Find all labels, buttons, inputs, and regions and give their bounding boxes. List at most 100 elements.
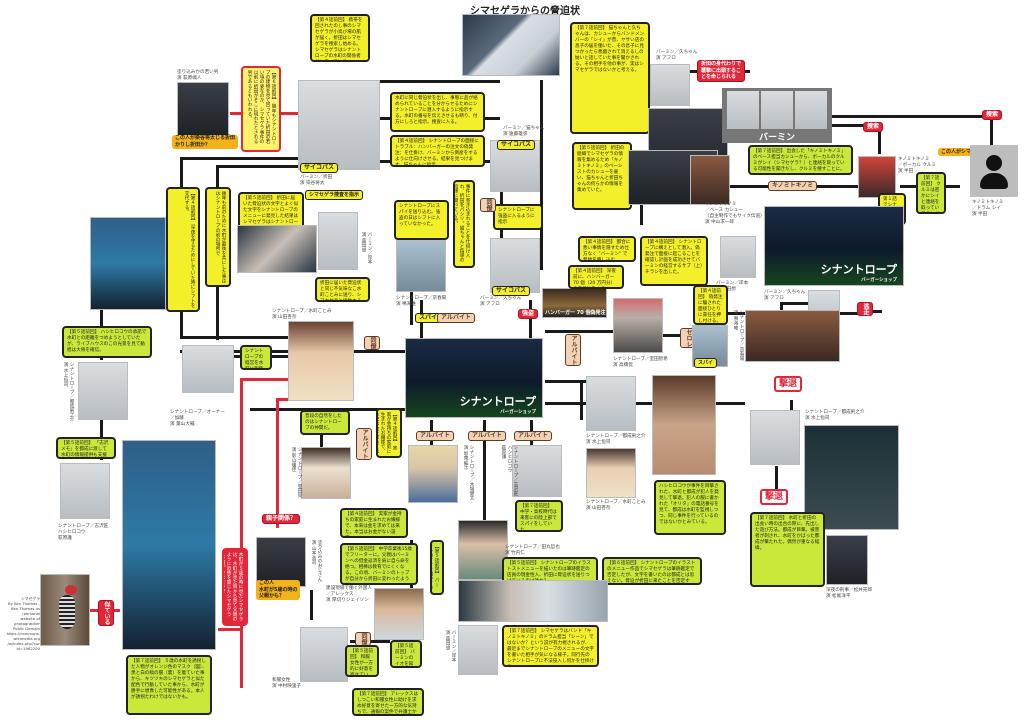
wafuku-photo bbox=[300, 627, 348, 682]
past-scene-photo bbox=[122, 440, 216, 650]
shiori-photo bbox=[301, 447, 351, 499]
note-spy-send: シナントロープにスパイを送り込む。強盗の日はシフトに入っていなかった。 bbox=[394, 200, 449, 240]
kasuga-photo bbox=[396, 240, 446, 292]
similar-tag: 似ている bbox=[98, 600, 114, 626]
hamburger-order-photo: ハンバーガー 70 個偽発注 bbox=[542, 288, 607, 318]
note-episode5-kashu: 【第５話前回】 折田の組織でシマセゲラの情報を集めるため「キノミトキノミ」のベー… bbox=[572, 142, 632, 210]
father-photo bbox=[256, 537, 306, 587]
young-man-callout: この人が染谷将太じる折田かりし折田か？ bbox=[172, 135, 238, 149]
barmin-member-kishida bbox=[761, 91, 793, 129]
note-episode7-kurumi: 【第７話前回】 出会した「キノミトキノミ」のベース担当カシューから、ボーカルのク… bbox=[748, 145, 853, 175]
note-episode4-letter: 【第４話前回】 携帯を回されたのし事のシマセゲラが小鳥び場の肌が届く。折田はシマ… bbox=[310, 14, 370, 62]
note-parttime-desc: 【第４話前回】 実家が金持ちの家庭に生まれたお嬢様で、本来は金を求めては来た。本… bbox=[376, 408, 402, 458]
escape-tag: 逃走 bbox=[857, 302, 873, 316]
barmin-label: バーミン bbox=[758, 133, 795, 143]
note-involved-incident: 事件に巻き込まれることを仕掛け入れ、折田をパシリ。猫ちゃんと指導の指揮に関ってい… bbox=[453, 180, 475, 268]
parttime-tag-3: アルバイト bbox=[514, 431, 552, 441]
shinantrope-shop-sub: バーガーショップ bbox=[500, 410, 536, 415]
hashihiro-left-photo bbox=[60, 463, 110, 519]
note-episode5-hashihiro: 【第５話前回】 ハシヒロコウの承諾で水町との距離をつめようとしていたが、ライブハ… bbox=[62, 326, 152, 358]
kasuga-right-caption: シナントロープ／京春陽 演 鳴海唯 bbox=[733, 310, 744, 361]
tsuzuki-right-photo bbox=[750, 410, 800, 465]
note-episode5-memo: 【第５話前回】 「志沢メモ」を都成に渡して水町の情報提供も支援依頼。 bbox=[56, 437, 116, 459]
note-robbery-order: シナントロープに強盗に入るように指示 bbox=[493, 204, 543, 230]
neko-caption: バーミン／猫ちゃん 演 遠藤雄弥 bbox=[503, 126, 545, 137]
kuchan-right-caption: バーミン／久ちゃん 演 アフロ bbox=[764, 290, 806, 301]
note-orita-instruct-mizumachi: 水町に同じ脅迫状を出し、事態に品が絡められていることを分からせるためにシナントロ… bbox=[390, 92, 485, 132]
kishida-bottom-caption: バーミン／岸本 演 森田想 bbox=[445, 630, 456, 663]
tsuzuki-right-caption: シナントロープ／都成剣之介 演 水上恒司 bbox=[805, 410, 865, 421]
alex-caption: 建設現場で働く外国人 ／アレックス 演 厚切りジェイソン bbox=[326, 586, 372, 603]
kishida-caption: バーミン／岸本 演 森田想 bbox=[361, 232, 372, 265]
tattoo-photo bbox=[652, 375, 716, 475]
note-episode6-illustration: 【第６話前回】 シナントロープのイラストのメニュー作品でシマセゲラは筆跡鑑定で否… bbox=[602, 557, 702, 585]
note-episode6-shimasegera-guess: 幾年も前のために水町が最後を共にした事ははシナントロープの前の場所で bbox=[205, 187, 231, 287]
note-mizumachi-ending: 普段の自然をしたのはシナントロープの仲間だ。 bbox=[300, 410, 350, 435]
livehouse-photo bbox=[90, 217, 166, 310]
note-episode7-shii: 【第７話前回】 猫ちゃんと久ちゃんは、カシューからバンドメンバーの「シイ」が昔、… bbox=[570, 22, 650, 134]
kashu-caption: キノミトキノミ ／ベース カシュー （自主制作でもサイク伝道） 演 中山求一郎 bbox=[705, 202, 765, 225]
note-episode7-middle-school: 【第７話前回】 中学・高校時代は来客にの陸上部でスパイをしていた。 bbox=[515, 500, 563, 532]
barmin-member-neko bbox=[795, 91, 827, 129]
kasuga-right-spy-tag: スパイ bbox=[694, 358, 718, 368]
person-silhouette-icon bbox=[986, 155, 1002, 171]
hashihiro-photo bbox=[512, 445, 562, 497]
shinantrope-shop-right-sub: バーガーショップ bbox=[861, 278, 897, 283]
shinantrope-shop-photo-right: シナントロープ バーガーショップ bbox=[764, 206, 904, 286]
note-episode4-quit: 【第４話前回】 都合に悪い事情を隠すため仕方なく ”バーミン” で無給を申し込む… bbox=[578, 236, 636, 262]
kasuga-parttime-tag: アルバイト bbox=[437, 313, 475, 323]
hamburger-order-label: ハンバーガー 70 個偽発注 bbox=[545, 310, 606, 316]
menu-phone-photo bbox=[237, 225, 317, 273]
kuchan-caption: バーミン／久ちゃん 演 アフロ bbox=[480, 296, 522, 307]
mizumachi-right-caption: シナントロープ／水町ことみ 演 山田杏奈 bbox=[586, 500, 646, 511]
kinomi-label-tag: キノミトキノミ bbox=[768, 181, 818, 191]
detective-photo bbox=[826, 535, 868, 585]
note-episode7-alex-police: 【第７話前回】 アレックスはしつこい和服女性に助けを求め好意を寄せた一方的な気持… bbox=[352, 688, 424, 716]
shii-callout: この人がシマセゲラ？ bbox=[938, 148, 995, 156]
kuchan-photo bbox=[490, 238, 540, 293]
note-episode5-freeter: 【第５話前回】 中学卒業後15歳でフリーターに。父親はバーミンへの借金返済を肩に… bbox=[340, 543, 418, 585]
note-hashihiro-incident: ハシヒロコウが事件を目撃された、水町と都成が犯人を発見して撃退。犯人の服に書かれ… bbox=[654, 480, 726, 535]
shinantrope-shop-photo: シナントロープ バーガーショップ bbox=[405, 338, 543, 418]
bird-body-icon bbox=[59, 595, 75, 629]
taku-photo bbox=[458, 520, 508, 580]
shirahama-photo bbox=[408, 445, 458, 503]
hashihiro-left-caption: シナントロープ／志沢匠 ハシヒロコウ 萩原護 bbox=[58, 524, 109, 541]
kurumi-photo bbox=[858, 156, 896, 198]
owner-photo bbox=[182, 345, 234, 393]
kishida-bottom-photo bbox=[458, 625, 498, 675]
note-episode7-shii-drum: 【第７話前回】 シマセゲラはバンド「キノミトキノミ」のドラム担当「シーン」ではな… bbox=[502, 625, 599, 667]
hashihiro-caption: シナントロープ／志沢匠 ハシヒロコウ 萩原護 bbox=[501, 445, 518, 496]
owner-caption: シナントロープ／オーナー ／加藤 演 葉山大輔 bbox=[170, 410, 225, 427]
note-episode4-fake-order: 【第４話前回】 深夜前に、ハンバーガー 70 個（20 万円分）の偽発注をする。 bbox=[568, 265, 624, 289]
kurumi-caption: キノミトキノミ ／ボーカル クルミ 演 半田 bbox=[898, 157, 937, 174]
person-silhouette-body-icon bbox=[980, 173, 1008, 189]
note-episode7-meeting: 【第７話前回】 水町と折田の出会い時の出合の際に、先出した遊び方法。都成が目撃。… bbox=[750, 512, 825, 587]
shiori-caption: シナントロープ／塁田栞 演 影山優佳 bbox=[291, 447, 302, 498]
parttime-tag-2: アルバイト bbox=[468, 431, 506, 441]
parttime-tag-shiori: アルバイト bbox=[356, 428, 372, 460]
father-caption: 塗り込みのおじさん 演 山本浩司 bbox=[311, 540, 322, 582]
repel-tag-2: 撃退 bbox=[760, 489, 789, 505]
shirahama-caption: シナントロープ／木場健太 演 坂東龍汰 bbox=[463, 445, 474, 501]
robbery-tag: 強盗 bbox=[518, 309, 539, 319]
coworker-tag: 同僚 bbox=[480, 198, 496, 212]
note-episode4-rich: 【第４話前回】 実家が金持ちの家庭に生まれたお嬢様で、本来は金を求めては来た。本… bbox=[340, 508, 408, 538]
mizumachi-photo bbox=[288, 321, 354, 401]
ordered-tag: 折田の身代わりで 襲撃に出頭するこ とを命じられる bbox=[697, 60, 746, 82]
mizumachi-right-photo bbox=[586, 448, 636, 498]
tsuzuki-left-photo bbox=[78, 362, 128, 420]
kishida-right-photo bbox=[720, 236, 756, 278]
letter-title: シマセゲラからの脅迫状 bbox=[470, 6, 580, 17]
note-episode7-kurumi-shii: 【第７話前回】 クルミは密かにシイと連絡を取っていてこれだけでバンドを組みたいと… bbox=[916, 172, 946, 214]
tomoki-parttime-tag: アルバイト bbox=[565, 334, 581, 366]
repel-tag: 撃退 bbox=[774, 376, 803, 392]
taku-caption: シナントロープ／田丸哲也 演 竹内仁 bbox=[505, 545, 560, 556]
orita-psychopath-tag: サイコパス bbox=[300, 163, 339, 173]
detective-caption: 深夜の刑事／松井売郎 演 松尾洋平 bbox=[826, 588, 872, 599]
kashu-photo bbox=[690, 155, 730, 205]
tsuzuki-caption: シナントロープ／都成剣之介 演 水上恒司 bbox=[586, 434, 646, 445]
orita-caption: バーミン／折田 演 染谷将太 bbox=[300, 175, 333, 186]
note-shimasegera-childhood: 水町が５歳の時に見たシマセゲラは、水町が見た目から見て父親のように恐怖を感じたシ… bbox=[222, 548, 248, 626]
note-episode5-alex: 【第５話前回】 バーミンのイオを知っていた。 bbox=[430, 540, 444, 595]
